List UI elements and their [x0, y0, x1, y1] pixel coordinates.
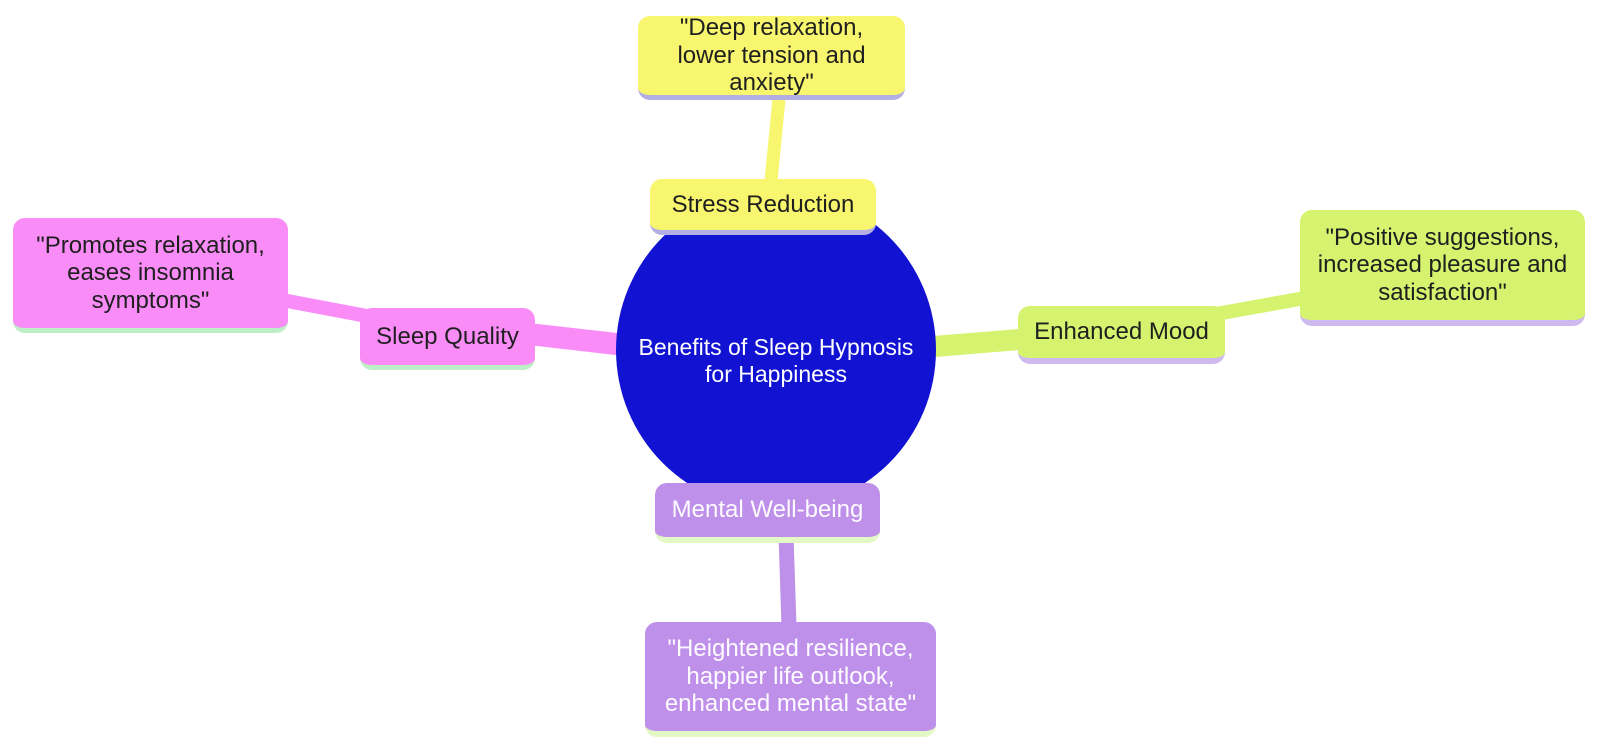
branch-node-enhanced-mood: Enhanced Mood [1018, 306, 1225, 364]
edge-mood-root [927, 328, 1026, 358]
branch-node-enhanced-mood-label: Enhanced Mood [1034, 318, 1209, 346]
root-node: Benefits of Sleep Hypnosis for Happiness [616, 190, 936, 510]
edge-mental-leaf [778, 534, 797, 627]
leaf-stress-reduction: "Deep relaxation, lower tension and anxi… [638, 14, 905, 100]
branch-node-mental-well-being-label: Mental Well-being [671, 496, 864, 524]
leaf-mental-well-being-text: "Heightened resilience, happier life out… [664, 635, 917, 718]
branch-node-stress-reduction: Stress Reduction [650, 179, 876, 235]
leaf-stress-reduction-text: "Deep relaxation, lower tension and anxi… [677, 14, 866, 97]
leaf-enhanced-mood-text: "Positive suggestions, increased pleasur… [1317, 223, 1568, 306]
leaf-enhanced-mood: "Positive suggestions, increased pleasur… [1300, 210, 1585, 326]
leaf-mental-well-being: "Heightened resilience, happier life out… [645, 622, 936, 737]
branch-node-sleep-quality-label: Sleep Quality [376, 322, 519, 350]
root-node-label: Benefits of Sleep Hypnosis for Happiness [638, 333, 914, 387]
branch-node-stress-reduction-label: Stress Reduction [671, 190, 855, 218]
edge-stress-leaf [764, 98, 786, 182]
branch-node-mental-well-being: Mental Well-being [655, 483, 880, 543]
edge-mood-leaf [1214, 291, 1307, 321]
leaf-sleep-quality-text: "Promotes relaxation, eases insomnia sym… [36, 231, 265, 314]
edge-sleep-leaf [280, 293, 374, 324]
leaf-sleep-quality: "Promotes relaxation, eases insomnia sym… [13, 218, 288, 333]
branch-node-sleep-quality: Sleep Quality [360, 308, 535, 370]
